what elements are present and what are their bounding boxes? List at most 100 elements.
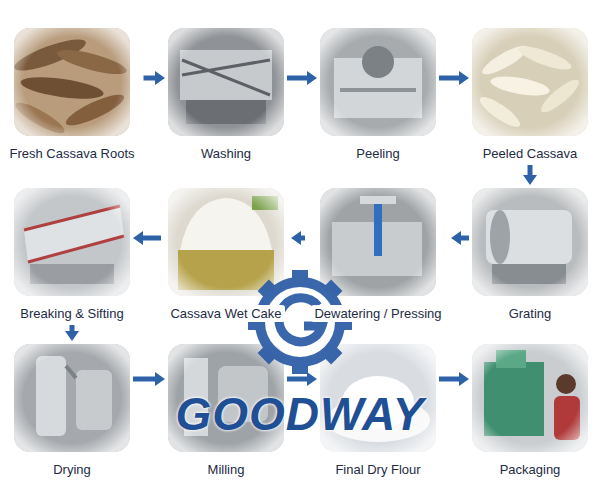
sifter-photo xyxy=(14,188,130,296)
caption-row: Fresh Cassava Roots xyxy=(4,144,141,162)
photo-vignette xyxy=(472,188,588,296)
packaging-photo xyxy=(472,344,588,452)
photo-ground xyxy=(14,28,130,136)
photo-vignette xyxy=(14,188,130,296)
flow-arrow xyxy=(133,372,165,386)
photo-ground xyxy=(168,188,284,296)
dryer-photo xyxy=(14,344,130,452)
step-caption: Packaging xyxy=(497,461,564,478)
photo-ground xyxy=(320,188,436,296)
process-step: Breaking & Sifting xyxy=(14,188,130,322)
process-step: Dewatering / Pressing xyxy=(308,188,448,322)
caption-row: Packaging xyxy=(472,460,588,478)
roots-photo xyxy=(11,28,130,138)
arrow-head xyxy=(65,331,79,341)
photo-ground xyxy=(320,28,436,136)
arrow-head xyxy=(459,71,469,85)
photo-vignette xyxy=(168,188,284,296)
flow-arrow xyxy=(291,231,305,245)
arrow-shaft xyxy=(287,76,309,81)
arrow-head xyxy=(459,372,469,386)
photo-ground xyxy=(168,28,284,136)
photo-vignette xyxy=(472,28,588,136)
arrow-head xyxy=(291,231,301,245)
wet-cake-photo xyxy=(168,188,284,296)
step-caption: Breaking & Sifting xyxy=(17,305,126,322)
peeling-photo xyxy=(320,28,436,136)
photo-ground xyxy=(472,188,588,296)
process-step: Peeled Cassava xyxy=(472,28,588,162)
process-step: Peeling xyxy=(320,28,436,162)
gear-ring xyxy=(260,282,340,362)
photo-space xyxy=(472,344,588,460)
step-caption: Fresh Cassava Roots xyxy=(7,145,138,162)
process-step: Washing xyxy=(168,28,284,162)
flow-arrow xyxy=(65,325,79,341)
grating-photo xyxy=(472,188,588,296)
step-caption: Milling xyxy=(205,461,248,478)
arrow-shaft xyxy=(144,76,158,81)
photo-space xyxy=(308,188,448,304)
photo-space xyxy=(14,344,130,460)
step-caption: Grating xyxy=(506,305,555,322)
caption-row: Washing xyxy=(168,144,284,162)
process-step: Drying xyxy=(14,344,130,478)
photo-space xyxy=(320,28,436,144)
photo-ground xyxy=(14,344,130,452)
step-caption: Cassava Wet Cake xyxy=(167,305,284,322)
arrow-head xyxy=(155,372,165,386)
arrow-head xyxy=(155,71,165,85)
caption-row: Dewatering / Pressing xyxy=(308,304,448,322)
gear-logo xyxy=(248,270,352,374)
flow-arrow xyxy=(451,231,469,245)
photo-ground xyxy=(472,344,588,452)
photo-space xyxy=(472,188,588,304)
flow-arrow xyxy=(133,231,161,245)
arrow-shaft xyxy=(133,377,157,382)
gear-teeth xyxy=(248,270,352,374)
photo-space xyxy=(168,28,284,144)
flow-arrow xyxy=(287,372,317,386)
photo-space xyxy=(164,188,288,304)
photo-vignette xyxy=(472,344,588,452)
step-caption: Peeling xyxy=(353,145,402,162)
photo-ground xyxy=(472,28,588,136)
process-step: Cassava Wet Cake xyxy=(164,188,288,322)
step-caption: Drying xyxy=(50,461,94,478)
arrow-head xyxy=(451,231,461,245)
arrow-head xyxy=(133,231,143,245)
arrow-head xyxy=(523,175,537,185)
caption-row: Peeled Cassava xyxy=(472,144,588,162)
flow-arrow xyxy=(144,71,166,85)
process-step: Fresh Cassava Roots xyxy=(4,28,141,162)
photo-ground xyxy=(14,188,130,296)
caption-row: Grating xyxy=(472,304,588,322)
washing-photo xyxy=(168,28,284,136)
arrow-shaft xyxy=(287,377,309,382)
flow-arrow xyxy=(287,71,317,85)
step-caption: Dewatering / Pressing xyxy=(311,305,444,322)
photo-space xyxy=(14,188,130,304)
caption-row: Drying xyxy=(14,460,130,478)
arrow-shaft xyxy=(439,377,461,382)
flow-arrow xyxy=(439,71,469,85)
press-photo xyxy=(320,188,436,296)
photo-vignette xyxy=(320,28,436,136)
arrow-shaft xyxy=(439,76,461,81)
arrow-shaft xyxy=(141,236,161,241)
process-step: Packaging xyxy=(472,344,588,478)
peeled-cassava-photo xyxy=(472,28,588,136)
caption-row: Peeling xyxy=(320,144,436,162)
photo-vignette xyxy=(14,344,130,452)
process-step: Grating xyxy=(472,188,588,322)
brand-watermark: GOODWAY xyxy=(176,390,425,438)
photo-vignette xyxy=(14,28,130,136)
caption-row: Cassava Wet Cake xyxy=(164,304,288,322)
flow-arrow xyxy=(439,372,469,386)
photo-vignette xyxy=(320,188,436,296)
caption-row: Final Dry Flour xyxy=(320,460,436,478)
arrow-head xyxy=(307,372,317,386)
flow-arrow xyxy=(523,165,537,185)
caption-row: Breaking & Sifting xyxy=(14,304,130,322)
